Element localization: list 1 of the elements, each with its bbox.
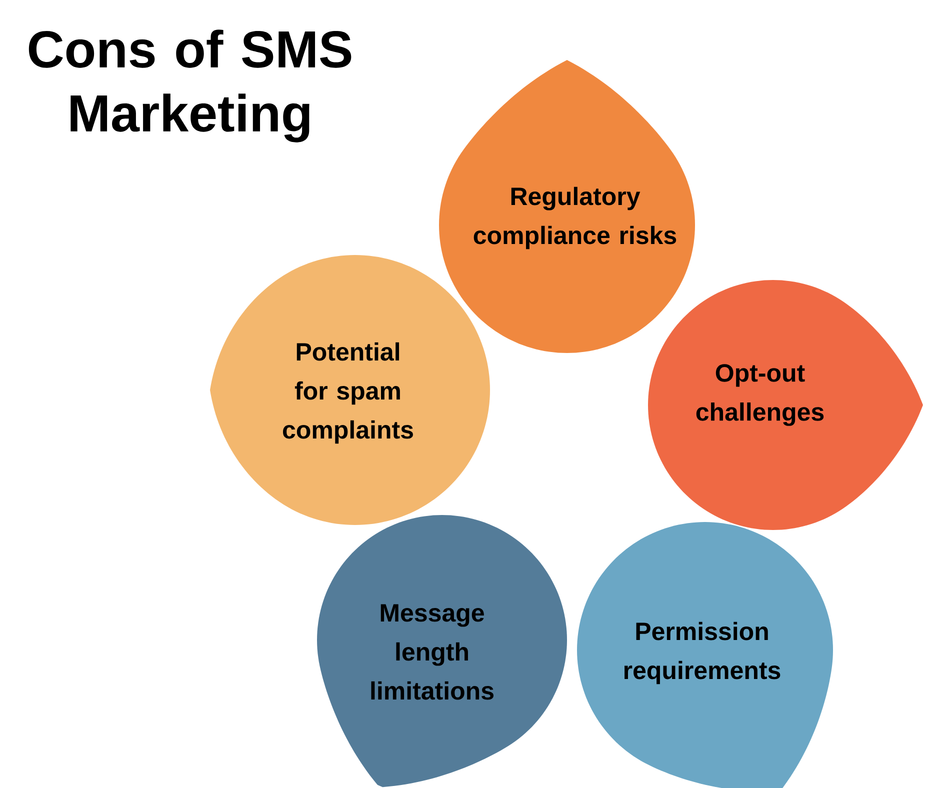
title: Cons of SMS Marketing <box>28 30 352 142</box>
